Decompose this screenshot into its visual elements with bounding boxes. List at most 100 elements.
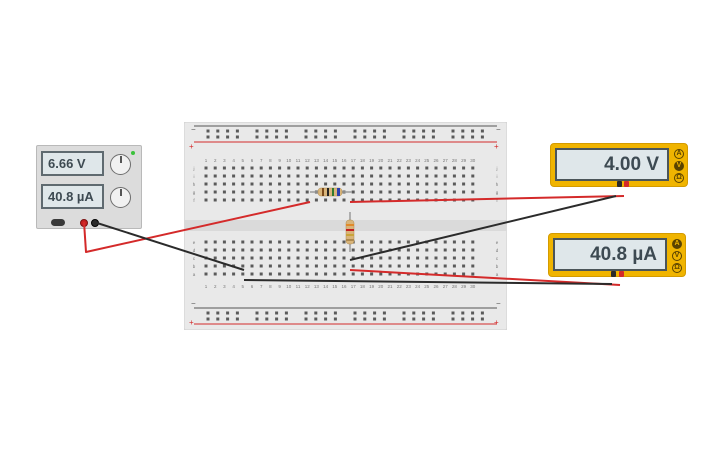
terminal-hole[interactable] — [222, 166, 226, 170]
terminal-hole[interactable] — [397, 248, 401, 252]
terminal-hole[interactable] — [397, 190, 401, 194]
terminal-hole[interactable] — [278, 174, 282, 178]
terminal-hole[interactable] — [204, 248, 208, 252]
terminal-hole[interactable] — [388, 256, 392, 260]
terminal-hole[interactable] — [452, 174, 456, 178]
terminal-hole[interactable] — [351, 190, 355, 194]
terminal-hole[interactable] — [452, 240, 456, 244]
terminal-hole[interactable] — [259, 166, 263, 170]
terminal-hole[interactable] — [351, 256, 355, 260]
rail-hole[interactable] — [206, 129, 210, 133]
terminal-hole[interactable] — [333, 264, 337, 268]
terminal-hole[interactable] — [416, 248, 420, 252]
rail-hole[interactable] — [206, 311, 210, 315]
terminal-hole[interactable] — [351, 248, 355, 252]
terminal-hole[interactable] — [241, 256, 245, 260]
terminal-hole[interactable] — [204, 264, 208, 268]
rail-hole[interactable] — [431, 311, 435, 315]
terminal-hole[interactable] — [462, 190, 466, 194]
rail-hole[interactable] — [265, 311, 269, 315]
terminal-hole[interactable] — [222, 264, 226, 268]
terminal-hole[interactable] — [305, 190, 309, 194]
terminal-hole[interactable] — [388, 264, 392, 268]
rail-hole[interactable] — [235, 129, 239, 133]
terminal-hole[interactable] — [213, 248, 217, 252]
rail-hole[interactable] — [235, 317, 239, 321]
rail-hole[interactable] — [304, 135, 308, 139]
terminal-hole[interactable] — [268, 240, 272, 244]
terminal-hole[interactable] — [360, 182, 364, 186]
wire-voltmeter-com[interactable] — [349, 195, 617, 261]
rail-hole[interactable] — [275, 317, 279, 321]
rail-hole[interactable] — [373, 135, 377, 139]
rail-hole[interactable] — [304, 311, 308, 315]
voltmeter[interactable]: 4.00 V A V Ω — [550, 143, 688, 187]
terminal-hole[interactable] — [406, 240, 410, 244]
rail-hole[interactable] — [461, 311, 465, 315]
terminal-hole[interactable] — [471, 174, 475, 178]
terminal-hole[interactable] — [296, 272, 300, 276]
terminal-hole[interactable] — [452, 264, 456, 268]
terminal-hole[interactable] — [268, 256, 272, 260]
terminal-hole[interactable] — [351, 198, 355, 202]
terminal-hole[interactable] — [462, 272, 466, 276]
terminal-hole[interactable] — [370, 166, 374, 170]
rail-hole[interactable] — [373, 311, 377, 315]
rail-hole[interactable] — [451, 311, 455, 315]
terminal-hole[interactable] — [351, 272, 355, 276]
terminal-hole[interactable] — [379, 248, 383, 252]
terminal-hole[interactable] — [370, 190, 374, 194]
terminal-hole[interactable] — [333, 256, 337, 260]
rail-hole[interactable] — [422, 317, 426, 321]
terminal-hole[interactable] — [287, 182, 291, 186]
terminal-hole[interactable] — [370, 240, 374, 244]
rail-hole[interactable] — [412, 317, 416, 321]
terminal-hole[interactable] — [204, 198, 208, 202]
terminal-hole[interactable] — [259, 264, 263, 268]
rail-hole[interactable] — [382, 311, 386, 315]
terminal-hole[interactable] — [462, 182, 466, 186]
rail-hole[interactable] — [480, 317, 484, 321]
rail-hole[interactable] — [333, 129, 337, 133]
terminal-hole[interactable] — [324, 272, 328, 276]
rail-hole[interactable] — [265, 317, 269, 321]
rail-hole[interactable] — [255, 311, 259, 315]
terminal-hole[interactable] — [333, 182, 337, 186]
rail-hole[interactable] — [422, 311, 426, 315]
terminal-hole[interactable] — [388, 174, 392, 178]
rail-hole[interactable] — [382, 317, 386, 321]
rail-hole[interactable] — [363, 311, 367, 315]
voltmeter-com-probe[interactable] — [617, 181, 622, 187]
terminal-hole[interactable] — [204, 272, 208, 276]
rail-hole[interactable] — [275, 129, 279, 133]
terminal-hole[interactable] — [232, 256, 236, 260]
rail-hole[interactable] — [431, 135, 435, 139]
terminal-hole[interactable] — [397, 264, 401, 268]
terminal-hole[interactable] — [434, 174, 438, 178]
terminal-hole[interactable] — [278, 256, 282, 260]
terminal-hole[interactable] — [370, 182, 374, 186]
terminal-hole[interactable] — [333, 248, 337, 252]
rail-hole[interactable] — [304, 317, 308, 321]
terminal-hole[interactable] — [222, 248, 226, 252]
terminal-hole[interactable] — [379, 264, 383, 268]
terminal-hole[interactable] — [360, 198, 364, 202]
rail-hole[interactable] — [471, 311, 475, 315]
terminal-hole[interactable] — [259, 182, 263, 186]
rail-hole[interactable] — [216, 311, 220, 315]
terminal-hole[interactable] — [314, 182, 318, 186]
terminal-hole[interactable] — [250, 190, 254, 194]
terminal-hole[interactable] — [462, 256, 466, 260]
terminal-hole[interactable] — [342, 182, 346, 186]
rail-hole[interactable] — [382, 129, 386, 133]
terminal-hole[interactable] — [268, 264, 272, 268]
wire-psu-positive-to-resistor[interactable] — [83, 201, 311, 253]
rail-hole[interactable] — [451, 129, 455, 133]
terminal-hole[interactable] — [259, 198, 263, 202]
rail-hole[interactable] — [353, 311, 357, 315]
terminal-hole[interactable] — [222, 174, 226, 178]
terminal-hole[interactable] — [213, 174, 217, 178]
terminal-hole[interactable] — [397, 240, 401, 244]
terminal-hole[interactable] — [342, 264, 346, 268]
